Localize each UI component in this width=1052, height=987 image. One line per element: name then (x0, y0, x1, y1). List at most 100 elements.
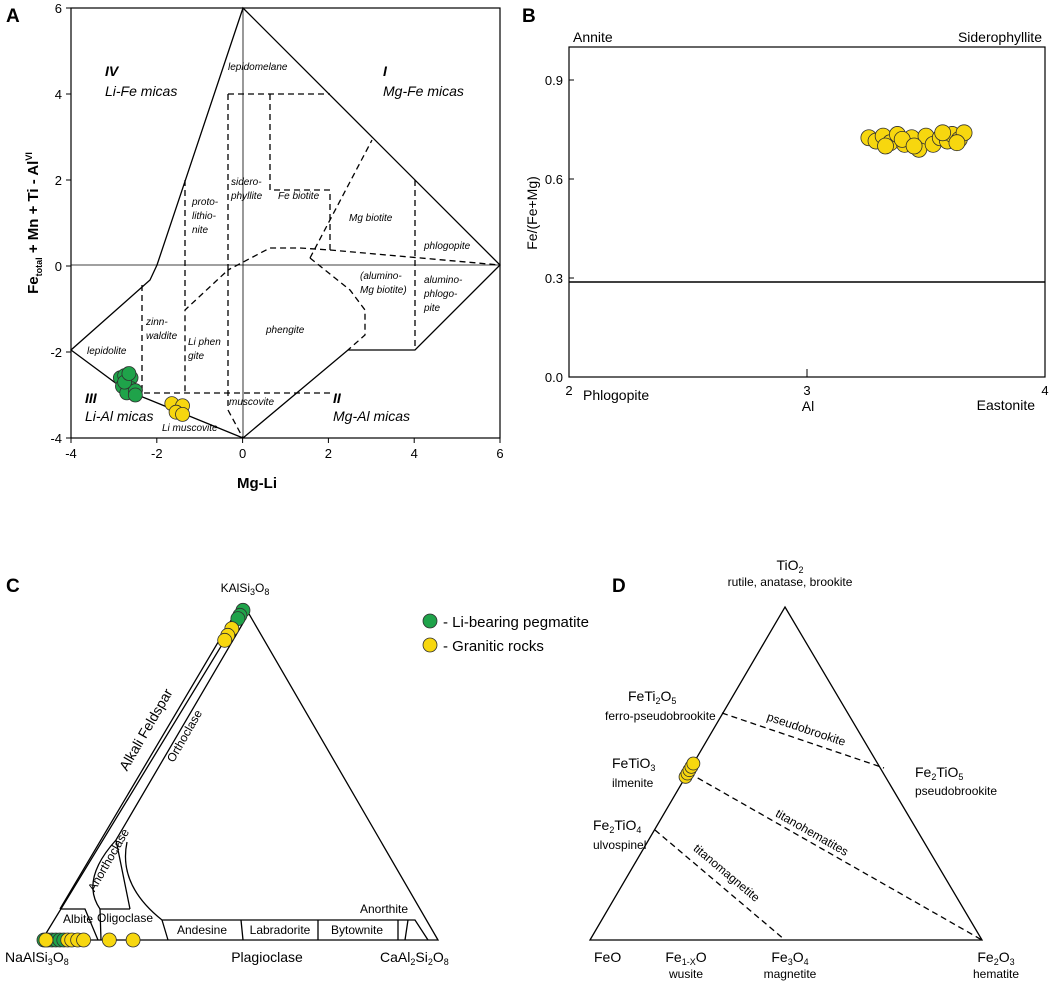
field-muscovite: muscovite (229, 397, 274, 408)
field-siderophyllite-1: sidero- (231, 177, 262, 188)
field-bytownite: Bytownite (331, 923, 383, 937)
group-label-iv-name: Li-Fe micas (105, 83, 177, 99)
legend-marker-green (422, 613, 438, 629)
group-label-i-name: Mg-Fe micas (383, 83, 464, 99)
y-tick-label: 4 (55, 87, 62, 102)
label-fe2tio5: Fe2TiO5 (915, 764, 963, 782)
field-mg-biotite: Mg biotite (349, 213, 393, 224)
x-tick-label: 0 (239, 446, 246, 461)
x-tick-label: 2 (325, 446, 332, 461)
data-point (905, 137, 923, 155)
label-ferro-pseudobrookite: ferro-pseudobrookite (605, 709, 716, 723)
y-tick-label: 2 (55, 173, 62, 188)
panel-letter-a: A (6, 6, 20, 27)
group-label-iii-num: III (85, 390, 98, 406)
panel-a-field-line (227, 270, 244, 439)
y-tick-label: 0.3 (545, 271, 563, 286)
y-tick-label: 0.6 (545, 172, 563, 187)
orthoclase-inner (92, 617, 247, 910)
field-zinnwaldite-2: waldite (146, 331, 178, 342)
corner-phlogopite: Phlogopite (583, 387, 649, 403)
data-point (121, 366, 137, 381)
label-pseudobrookite-mineral: pseudobrookite (915, 784, 997, 798)
data-point (948, 134, 966, 152)
field-protolithionite-1: proto- (191, 197, 219, 208)
panel-letter-c: C (6, 576, 20, 597)
field-andesine: Andesine (177, 923, 227, 937)
y-tick-label: -4 (50, 431, 62, 446)
label-ulvospinel: ulvospinel (593, 838, 646, 852)
corner-siderophyllite: Siderophyllite (958, 29, 1042, 45)
panel-c-points (36, 602, 251, 948)
side-label-plagioclase: Plagioclase (231, 949, 303, 965)
field-oligoclase: Oligoclase (97, 911, 153, 925)
y-tick-label: -2 (50, 345, 62, 360)
alkali-feldspar-band (59, 616, 234, 941)
apex-tio2: TiO2 (776, 557, 803, 575)
panel-a-field-line (309, 139, 373, 259)
apex-hematite: hematite (973, 967, 1019, 981)
panel-a-field-line (309, 257, 366, 351)
label-feti2o5: FeTi2O5 (628, 688, 676, 706)
series-label-titanohematites: titanohematites (773, 806, 851, 858)
apex-caal2si2o8: CaAl2Si2O8 (380, 949, 449, 967)
panel-a-field-line (184, 94, 229, 395)
field-orthoclase: Orthoclase (164, 707, 205, 765)
group-label-iii-name: Li-Al micas (85, 408, 153, 424)
tie-line-titanohematites (688, 772, 983, 941)
x-tick-label: 2 (565, 383, 572, 398)
panel-b-xlabel: Al (802, 398, 814, 414)
field-albite: Albite (63, 912, 93, 926)
label-fetio3: FeTiO3 (612, 755, 655, 773)
panel-letter-d: D (612, 576, 626, 597)
field-li-phengite-1: Li phen (188, 337, 221, 348)
series-label-titanomagnetite: titanomagnetite (691, 841, 763, 905)
panel-b-points (860, 124, 973, 158)
legend: - Li-bearing pegmatite - Granitic rocks (422, 613, 589, 655)
data-point (125, 932, 141, 948)
data-point (175, 406, 190, 422)
y-tick-label: 6 (55, 1, 62, 16)
panel-a-field-line (141, 285, 330, 394)
tie-line-titanomagnetite (654, 829, 786, 941)
panel-a-ylabel: Fetotal + Mn + Ti - AlVI (24, 152, 44, 294)
field-lepidolite: lepidolite (87, 346, 127, 357)
field-alumino-phlogopite-2: phlogo- (423, 289, 458, 300)
field-phlogopite: phlogopite (423, 241, 471, 252)
apex-kalsi3o8: KAlSi3O8 (221, 581, 270, 597)
field-alumino-phlogopite-1: alumino- (424, 275, 463, 286)
data-point (101, 932, 117, 948)
label-wusite: wusite (668, 967, 703, 981)
panel-a-field-line (329, 249, 501, 266)
panel-a-points (112, 366, 190, 422)
x-tick-label: 4 (1041, 383, 1048, 398)
corner-eastonite: Eastonite (977, 397, 1036, 413)
group-label-ii-name: Mg-Al micas (333, 408, 410, 424)
x-tick-label: -4 (65, 446, 77, 461)
label-fe3o4: Fe3O4 (771, 949, 808, 967)
data-point (934, 124, 952, 142)
panel-a-mica-boundary (69, 6, 501, 439)
tie-line-pseudobrookite (721, 712, 885, 769)
panel-d-fe-ti-oxide-ternary: D TiO2 rutile, anatase, brookite FeTi2O5… (588, 557, 1019, 981)
corner-annite: Annite (573, 29, 613, 45)
plagioclase-band (124, 841, 429, 941)
field-fe-biotite: Fe biotite (278, 191, 320, 202)
field-protolithionite-3: nite (192, 225, 209, 236)
field-alumino-mg-biotite-2: Mg biotite) (360, 285, 407, 296)
field-zinnwaldite-1: zinn- (145, 317, 168, 328)
x-tick-label: -2 (151, 446, 163, 461)
data-point (217, 632, 233, 648)
group-label-ii-num: II (333, 390, 342, 406)
panel-a-frame (70, 7, 501, 439)
field-lepidomelane: lepidomelane (228, 62, 288, 73)
panel-d-points (678, 756, 701, 784)
panel-c-feldspar-ternary: C KAlSi3O8 NaAlSi3O8 CaAl2Si2O8 Alkali F… (5, 576, 589, 967)
panel-letter-b: B (522, 6, 536, 27)
label-ilmenite: ilmenite (612, 776, 654, 790)
data-point (877, 137, 894, 155)
